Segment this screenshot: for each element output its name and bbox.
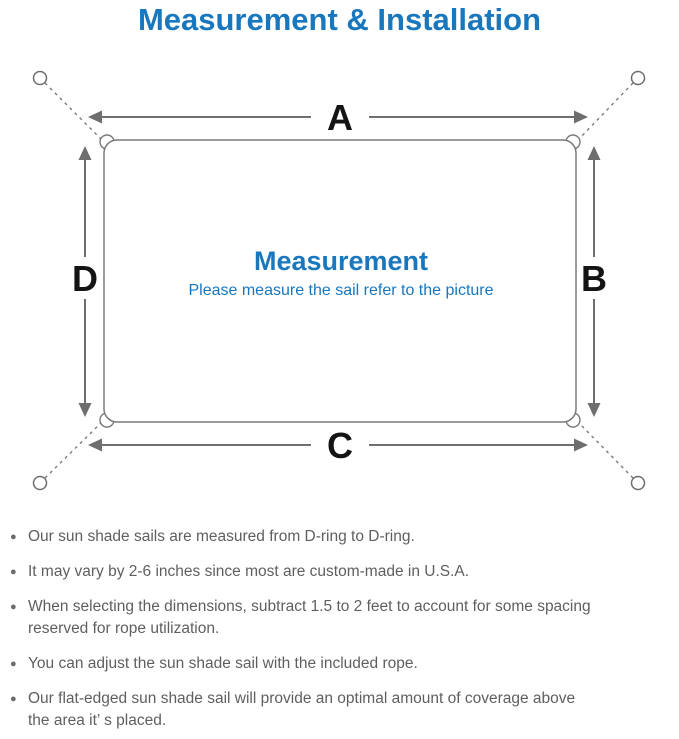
bullet-icon: ● <box>10 693 17 705</box>
shade-sail-outline <box>103 139 577 423</box>
anchor-ring-icon-top-left <box>32 70 48 86</box>
note-item: ● When selecting the dimensions, subtrac… <box>10 596 670 640</box>
bullet-icon: ● <box>10 601 17 613</box>
diagram-center-title: Measurement <box>254 246 428 276</box>
dimension-arrow-d <box>78 146 92 417</box>
dimension-label-d: D <box>72 258 98 299</box>
rope-dashed-line-bottom-left <box>44 420 104 479</box>
dimension-label-a: A <box>327 97 353 138</box>
rope-dashed-line-top-left <box>44 82 104 142</box>
note-text: When selecting the dimensions, subtract … <box>28 598 591 637</box>
note-text: You can adjust the sun shade sail with t… <box>28 655 418 672</box>
anchor-ring-icon-bottom-left <box>32 475 48 491</box>
dimension-arrow-b <box>587 146 601 417</box>
note-text: It may vary by 2-6 inches since most are… <box>28 563 470 580</box>
note-text: Our flat-edged sun shade sail will provi… <box>28 690 576 729</box>
page-title: Measurement & Installation <box>137 2 542 37</box>
note-text: Our sun shade sails are measured from D-… <box>28 528 415 545</box>
rope-dashed-line-top-right <box>576 82 634 142</box>
rope-dashed-line-bottom-right <box>576 420 634 479</box>
diagram-center-subtitle: Please measure the sail refer to the pic… <box>188 282 493 299</box>
bullet-icon: ● <box>10 531 17 543</box>
dimension-label-b: B <box>581 258 607 299</box>
note-item: ● Our sun shade sails are measured from … <box>10 526 670 548</box>
dimension-label-c: C <box>327 425 353 466</box>
notes-list: ● Our sun shade sails are measured from … <box>10 526 670 739</box>
bullet-icon: ● <box>10 566 17 578</box>
anchor-ring-icon-bottom-right <box>630 475 646 491</box>
note-item: ● Our flat-edged sun shade sail will pro… <box>10 688 670 732</box>
sail-measurement-diagram: A B C D Measurement Please measure the s… <box>32 70 646 491</box>
bullet-icon: ● <box>10 658 17 670</box>
dimension-arrow-a <box>88 110 588 124</box>
note-item: ● It may vary by 2-6 inches since most a… <box>10 561 670 583</box>
anchor-ring-icon-top-right <box>630 70 646 86</box>
note-item: ● You can adjust the sun shade sail with… <box>10 653 670 675</box>
dimension-arrow-c <box>88 438 588 452</box>
